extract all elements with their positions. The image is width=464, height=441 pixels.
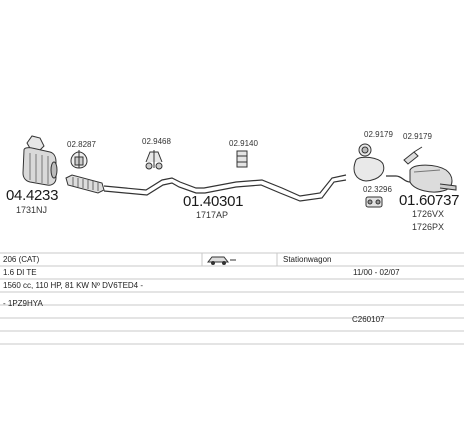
info-model: 206 (CAT) xyxy=(3,255,40,264)
fitting-label-3: 02.9140 xyxy=(229,139,258,148)
front-pipe-drawing xyxy=(65,174,347,202)
middle-pipe-part-number: 01.40301 xyxy=(183,193,244,210)
rear-silencer-ref-2: 1726PX xyxy=(412,222,445,232)
car-icon xyxy=(206,256,236,265)
info-catalog-code: C260107 xyxy=(352,315,385,324)
catalyst-drawing xyxy=(22,135,58,186)
info-table-lines xyxy=(0,252,464,345)
catalyst-ref: 1731NJ xyxy=(16,205,48,215)
catalyst-part-number: 04.4233 xyxy=(6,187,59,204)
rear-silencer-ref-1: 1726VX xyxy=(412,209,445,219)
rear-silencer-part-number: 01.60737 xyxy=(399,192,460,209)
fitting-label-4: 02.9179 xyxy=(364,130,393,139)
middle-pipe-ref: 1717AP xyxy=(196,210,229,220)
fitting-label-1: 02.8287 xyxy=(67,140,96,149)
clamp-fitting-1 xyxy=(70,150,88,169)
rear-silencer-drawing xyxy=(353,143,457,208)
fitting-label-6: 02.3296 xyxy=(363,185,392,194)
hanger-fitting-2 xyxy=(145,150,163,170)
bracket-fitting-3 xyxy=(236,150,248,168)
info-code: - 1PZ9HYA xyxy=(3,299,43,308)
info-engine: 1.6 DI TE xyxy=(3,268,37,277)
fitting-label-5: 02.9179 xyxy=(403,132,432,141)
fitting-label-2: 02.9468 xyxy=(142,137,171,146)
info-body: Stationwagon xyxy=(283,255,332,264)
info-date-range: 11/00 - 02/07 xyxy=(353,268,400,277)
info-spec: 1560 cc, 110 HP, 81 KW Nº DV6TED4 - xyxy=(3,281,144,290)
